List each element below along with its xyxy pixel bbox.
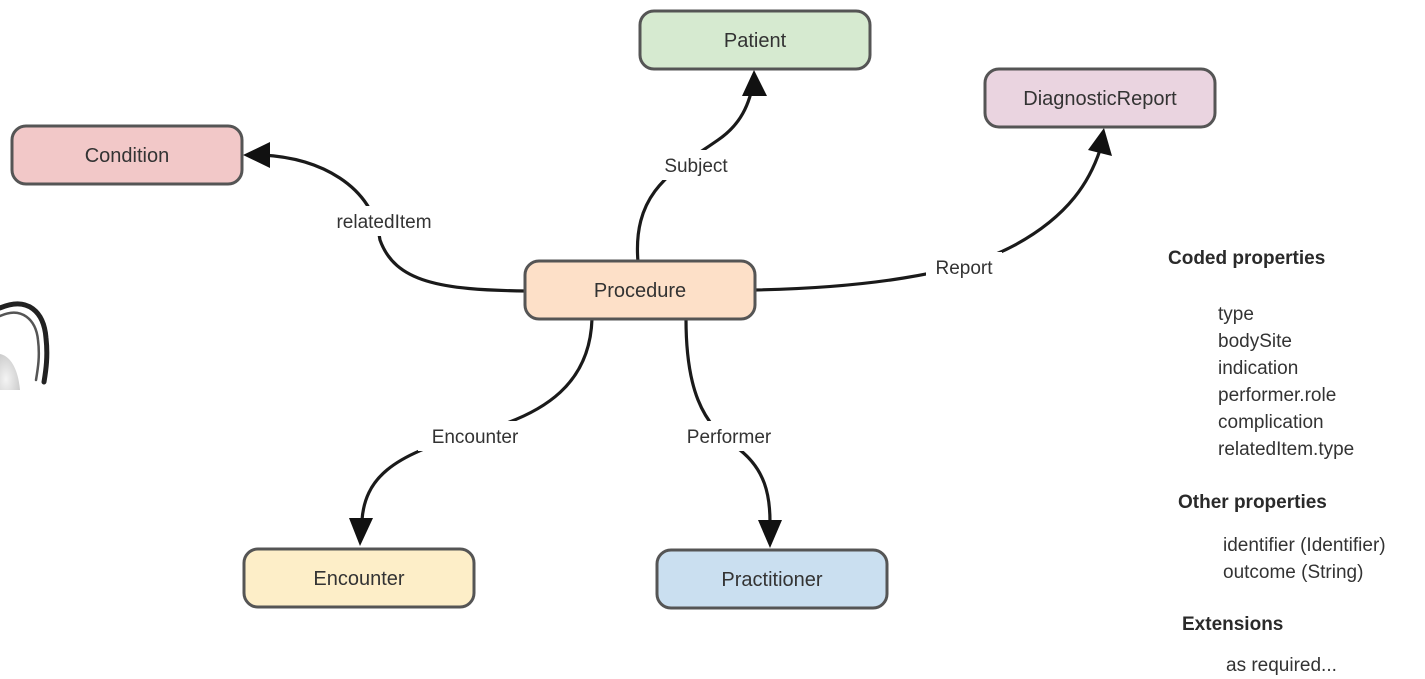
edge-encounter-line — [360, 318, 594, 521]
node-diagnostic-report: DiagnosticReport — [983, 67, 1217, 129]
other-property-item: outcome (String) — [1223, 562, 1364, 583]
edge-performer-label-bg — [672, 421, 786, 451]
cable-graphic — [0, 301, 50, 390]
node-diagnostic-report-label: DiagnosticReport — [1023, 88, 1177, 110]
edge-encounter-label: Encounter — [432, 427, 519, 448]
coded-property-item: bodySite — [1218, 331, 1292, 352]
edge-report-arrow — [1088, 128, 1112, 156]
edge-encounter-label-bg — [418, 421, 532, 451]
node-condition-label: Condition — [85, 145, 170, 167]
coded-property-item: complication — [1218, 412, 1324, 433]
node-practitioner-box — [655, 548, 889, 610]
node-condition-box — [10, 124, 244, 186]
edge-performer-line — [684, 318, 772, 523]
edge-subject-line — [635, 77, 756, 263]
edge-subject: Subject — [635, 70, 767, 263]
edge-report-label-bg — [926, 252, 1002, 282]
coded-property-item: relatedItem.type — [1218, 439, 1355, 460]
edge-report: Report — [753, 128, 1112, 292]
node-patient: Patient — [638, 9, 872, 71]
node-patient-box — [638, 9, 872, 71]
coded-properties-list: type bodySite indication performer.role … — [1218, 301, 1354, 463]
edge-performer-arrow — [758, 520, 782, 548]
node-encounter-box — [242, 547, 476, 609]
node-encounter-label: Encounter — [313, 568, 405, 590]
node-diagnostic-report-box — [983, 67, 1217, 129]
edge-report-label: Report — [935, 258, 993, 279]
edge-subject-label-bg — [654, 150, 738, 180]
extensions-heading: Extensions — [1182, 614, 1284, 635]
node-encounter: Encounter — [242, 547, 476, 609]
node-procedure-box — [523, 259, 757, 321]
edge-subject-label: Subject — [664, 156, 728, 177]
edge-related-item-label-bg — [318, 206, 450, 236]
extensions-list: as required... — [1226, 652, 1337, 679]
edge-related-item-line — [261, 153, 527, 293]
other-properties-heading: Other properties — [1178, 492, 1327, 513]
coded-property-item: type — [1218, 304, 1254, 325]
edge-performer-label: Performer — [687, 427, 772, 448]
edge-related-item-label: relatedItem — [336, 212, 431, 233]
node-procedure-label: Procedure — [594, 280, 686, 302]
extension-item: as required... — [1226, 655, 1337, 676]
other-property-item: identifier (Identifier) — [1223, 535, 1386, 556]
edge-subject-arrow — [742, 70, 767, 96]
coded-properties-heading: Coded properties — [1168, 248, 1326, 269]
node-practitioner: Practitioner — [655, 548, 889, 610]
coded-property-item: indication — [1218, 358, 1299, 379]
edge-related-item-arrow — [243, 142, 270, 168]
coded-property-item: performer.role — [1218, 385, 1337, 406]
edge-performer: Performer — [672, 318, 786, 548]
node-procedure: Procedure — [523, 259, 757, 321]
node-patient-label: Patient — [724, 30, 787, 52]
node-condition: Condition — [10, 124, 244, 186]
edge-encounter-arrow — [349, 518, 373, 546]
edge-related-item: relatedItem — [243, 142, 527, 293]
other-properties-list: identifier (Identifier) outcome (String) — [1223, 532, 1386, 586]
node-practitioner-label: Practitioner — [721, 569, 822, 591]
edge-encounter: Encounter — [349, 318, 594, 546]
